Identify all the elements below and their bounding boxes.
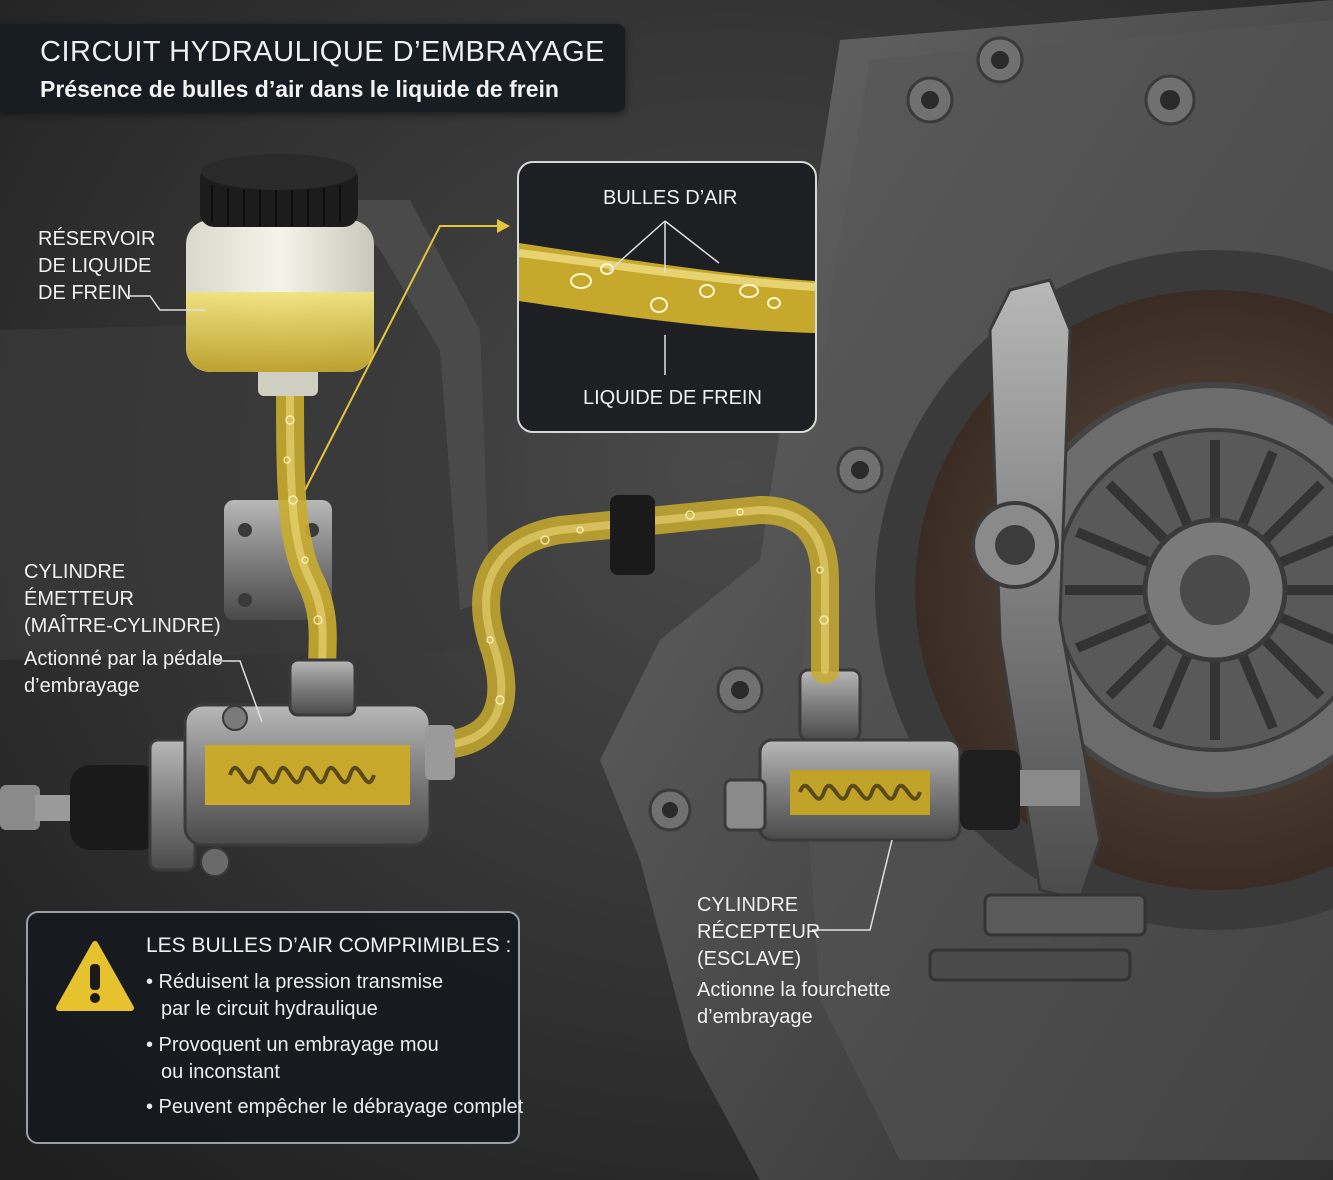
title-banner [0,24,625,112]
warning-item: • Peuvent empêcher le débrayage complet [146,1094,523,1121]
master-cylinder-title2: ÉMETTEUR [24,588,134,610]
line-clip [610,495,655,575]
master-cylinder-desc1: Actionné par la pédale [24,648,224,670]
slave-cylinder-title1: CYLINDRE [697,894,799,916]
slave-cylinder-title3: (ESCLAVE) [697,948,802,970]
inset-pointer-arrow [304,225,497,491]
slave-cylinder-label: CYLINDRE RÉCEPTEUR (ESCLAVE) Actionne la… [697,892,890,1031]
slave-cylinder-desc1: Actionne la fourchette [697,979,891,1001]
inset-bubbles-label: BULLES D’AIR [603,187,738,209]
warning-item-3-line1: • Peuvent empêcher le débrayage complet [146,1096,524,1118]
warning-item: • Provoquent un embrayage mou ou inconst… [146,1032,439,1086]
master-cylinder-title1: CYLINDRE [24,561,126,583]
warning-item-1-line2: par le circuit hydraulique [161,998,378,1020]
hydraulic-line [276,366,839,759]
warning-item: • Réduisent la pression transmise par le… [146,969,443,1023]
warning-item-1-line1: • Réduisent la pression transmise [146,971,444,993]
master-cylinder-desc2: d’embrayage [24,675,140,697]
fluid-reservoir [186,154,374,396]
inset-bubbles [570,263,781,313]
clutch-fork [928,278,1147,982]
master-cylinder-label: CYLINDRE ÉMETTEUR (MAÎTRE-CYLINDRE) Acti… [24,559,223,700]
inset-tube [519,220,815,375]
page-subtitle: Présence de bulles d’air dans le liquide… [40,76,559,102]
slave-cylinder [723,668,1080,842]
reservoir-label: RÉSERVOIR DE LIQUIDE DE FREIN [38,226,155,307]
page-title: CIRCUIT HYDRAULIQUE D’EMBRAYAGE [40,36,605,68]
reservoir-label-line2: DE LIQUIDE [38,255,152,277]
warning-panel [26,911,520,1144]
reservoir-label-line3: DE FREIN [38,282,132,304]
reservoir-label-line1: RÉSERVOIR [38,228,156,250]
inset-fluid-label: LIQUIDE DE FREIN [583,387,762,409]
slave-cylinder-desc2: d’embrayage [697,1006,813,1028]
bubble-inset: BULLES D’AIR LIQUIDE DE FREIN [517,161,817,433]
warning-title: LES BULLES D’AIR COMPRIMIBLES : [146,934,512,957]
warning-triangle-icon [56,941,134,1011]
master-cylinder-title3: (MAÎTRE-CYLINDRE) [24,615,221,637]
master-cylinder [0,658,455,877]
slave-cylinder-title2: RÉCEPTEUR [697,921,821,943]
warning-item-2-line1: • Provoquent un embrayage mou [146,1034,439,1056]
air-bubbles [283,415,829,705]
warning-item-2-line2: ou inconstant [161,1061,280,1083]
